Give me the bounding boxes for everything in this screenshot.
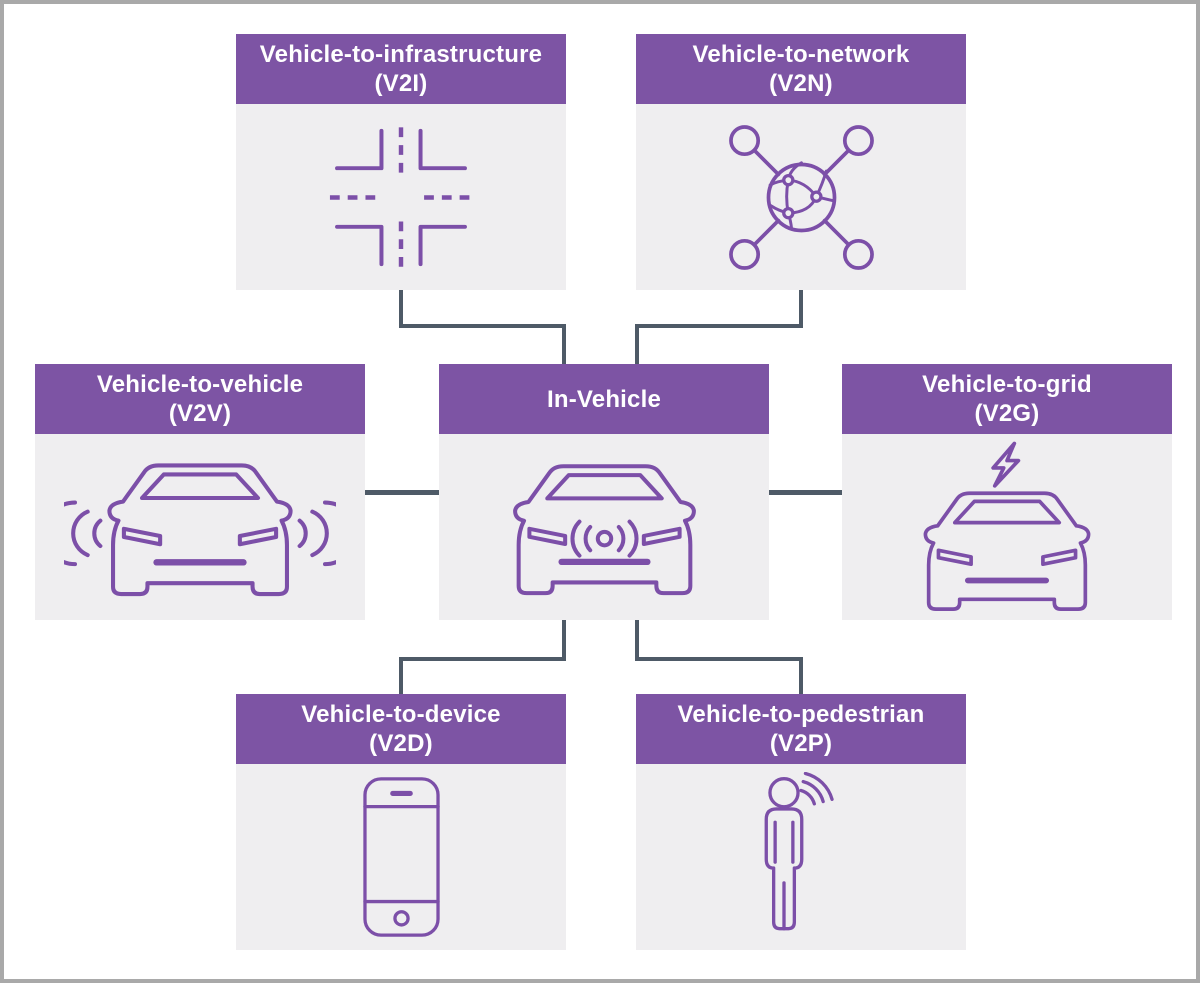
connector-v2d-horizontal — [399, 657, 566, 661]
node-v2p-abbr: (V2P) — [769, 730, 833, 757]
connector-v2p-vertical — [799, 657, 803, 694]
node-v2n-title: Vehicle-to-network — [692, 41, 910, 68]
connector-v2d-rise — [562, 620, 566, 659]
road-intersection-icon — [329, 126, 473, 268]
connector-v2i-drop — [562, 324, 566, 364]
network-globe-icon — [728, 124, 874, 270]
node-v2g: Vehicle-to-grid (V2G) — [842, 364, 1172, 620]
node-v2n-abbr: (V2N) — [769, 70, 833, 97]
node-invehicle-title: In-Vehicle — [546, 385, 662, 413]
node-v2d-title: Vehicle-to-device — [301, 701, 501, 728]
node-v2v-title: Vehicle-to-vehicle — [96, 371, 304, 398]
smartphone-icon — [362, 777, 440, 937]
node-v2d: Vehicle-to-device (V2D) — [236, 694, 566, 950]
lightning-bolt — [991, 441, 1021, 488]
node-v2p: Vehicle-to-pedestrian (V2P) — [636, 694, 966, 950]
node-v2g-abbr: (V2G) — [974, 400, 1040, 427]
node-v2p-title: Vehicle-to-pedestrian — [677, 701, 925, 728]
node-invehicle-header: In-Vehicle — [439, 364, 769, 434]
node-v2g-body — [842, 434, 1172, 620]
connector-invehicle-v2g — [769, 490, 842, 495]
node-v2n-body — [636, 104, 966, 290]
node-invehicle-body — [439, 434, 769, 620]
node-v2g-title: Vehicle-to-grid — [922, 371, 1092, 398]
node-v2i-body — [236, 104, 566, 290]
node-v2d-header: Vehicle-to-device (V2D) — [236, 694, 566, 764]
connector-v2n-horizontal — [635, 324, 803, 328]
node-v2i-title: Vehicle-to-infrastructure — [259, 41, 543, 68]
node-v2d-body — [236, 764, 566, 950]
node-invehicle: In-Vehicle — [439, 364, 769, 620]
node-v2g-header: Vehicle-to-grid (V2G) — [842, 364, 1172, 434]
connector-v2v-invehicle — [365, 490, 439, 495]
node-v2v-header: Vehicle-to-vehicle (V2V) — [35, 364, 365, 434]
node-v2n: Vehicle-to-network (V2N) — [636, 34, 966, 290]
connector-v2p-rise — [635, 620, 639, 659]
node-v2i: Vehicle-to-infrastructure (V2I) — [236, 34, 566, 290]
connector-v2i-horizontal — [399, 324, 566, 328]
car-lightning-icon — [909, 441, 1105, 614]
connector-v2d-vertical — [399, 657, 403, 694]
node-v2v: Vehicle-to-vehicle (V2V) — [35, 364, 365, 620]
node-v2v-abbr: (V2V) — [168, 400, 232, 427]
node-v2d-abbr: (V2D) — [369, 730, 433, 757]
node-v2i-header: Vehicle-to-infrastructure (V2I) — [236, 34, 566, 104]
connected-car-icon — [497, 451, 712, 603]
node-v2p-body — [636, 764, 966, 950]
node-v2i-abbr: (V2I) — [374, 70, 428, 97]
node-v2n-header: Vehicle-to-network (V2N) — [636, 34, 966, 104]
node-v2p-header: Vehicle-to-pedestrian (V2P) — [636, 694, 966, 764]
connector-v2n-vertical — [799, 290, 803, 326]
connector-v2i-vertical — [399, 290, 403, 326]
node-v2v-body — [35, 434, 365, 620]
car-broadcast-icon — [64, 450, 336, 604]
connector-v2p-horizontal — [635, 657, 803, 661]
connector-v2n-drop — [635, 324, 639, 364]
pedestrian-broadcast-icon — [764, 772, 834, 931]
